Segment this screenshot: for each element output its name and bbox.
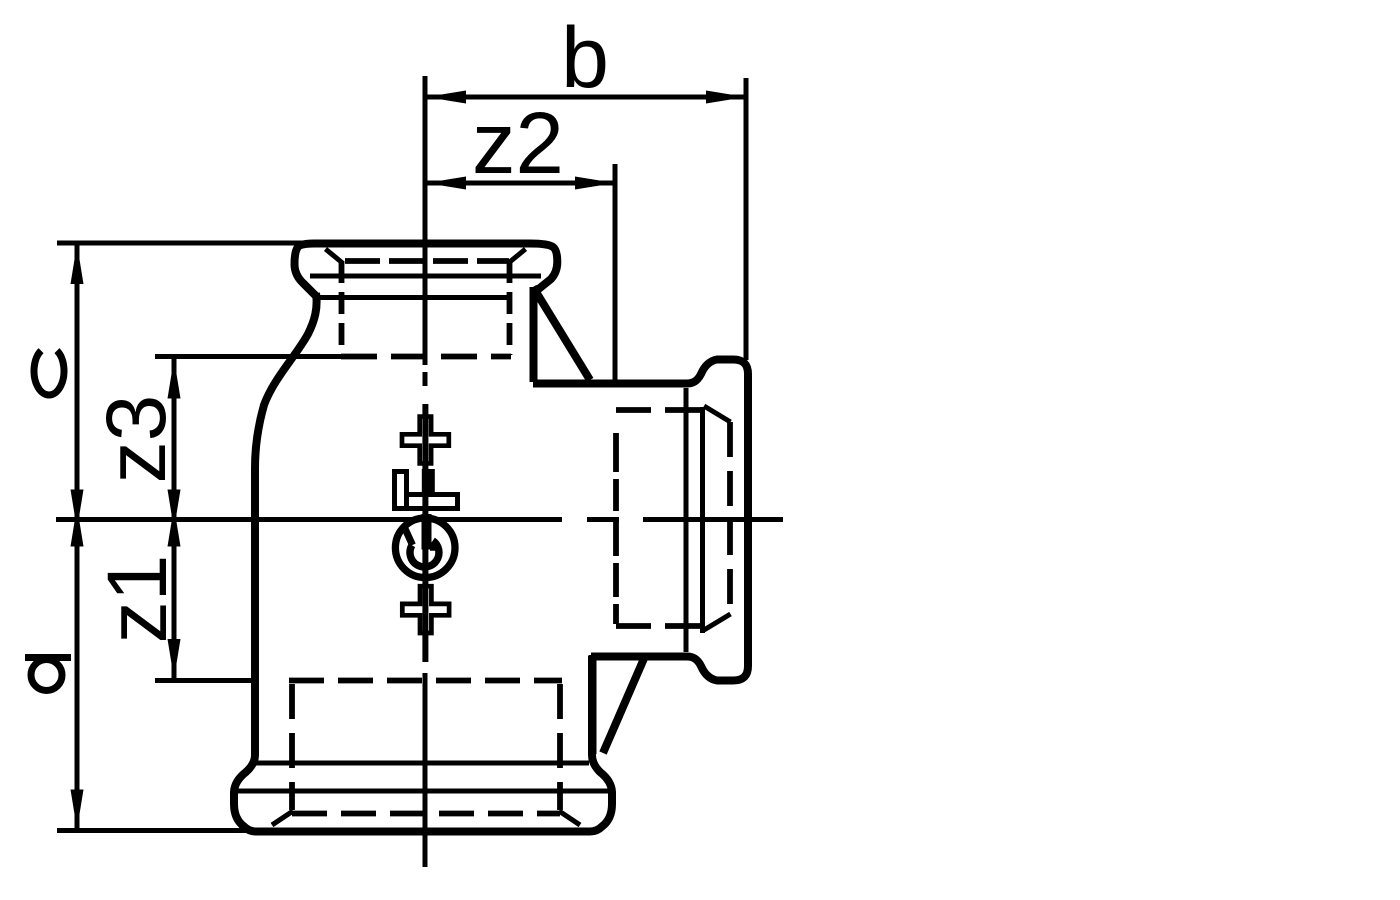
svg-text:z1: z1 — [90, 555, 184, 644]
svg-text:z2: z2 — [472, 95, 564, 192]
svg-text:z3: z3 — [89, 395, 183, 484]
svg-text:b: b — [561, 10, 609, 106]
